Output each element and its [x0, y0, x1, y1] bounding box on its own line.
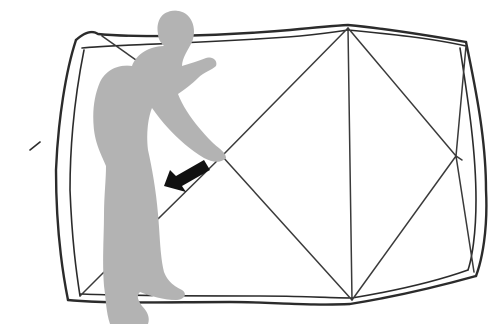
fold-line [348, 28, 456, 156]
stake-line [30, 142, 40, 150]
shelter-left-edge-inner [70, 50, 84, 296]
fold-line [80, 272, 104, 296]
shelter-left-edge [56, 40, 76, 300]
arrow-shape [164, 160, 210, 192]
fold-line [102, 36, 136, 60]
direction-arrow-icon [164, 160, 210, 192]
shelter-top-edge [76, 25, 466, 42]
fold-line [222, 28, 348, 156]
fold-line [456, 46, 466, 156]
fold-line [348, 28, 352, 300]
fold-line [222, 156, 352, 300]
fold-line [456, 156, 474, 272]
